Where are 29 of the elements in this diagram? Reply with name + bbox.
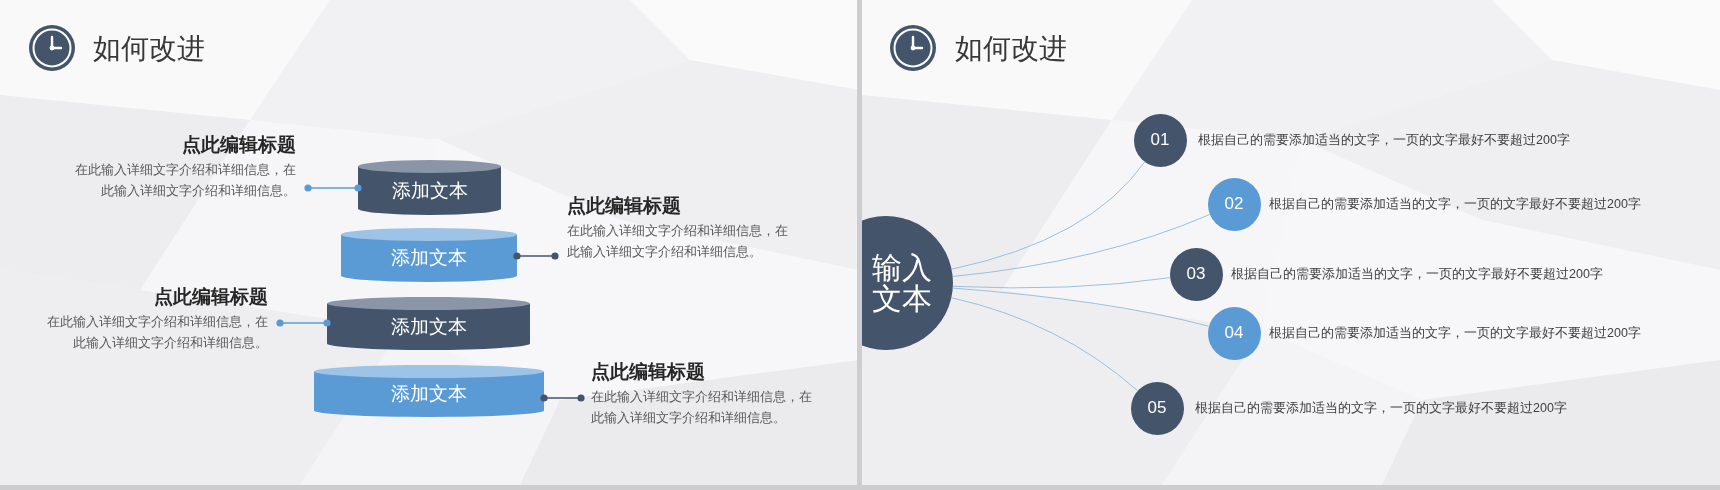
connector-line bbox=[950, 297, 1138, 391]
slide-title: 如何改进 bbox=[93, 32, 205, 66]
description-text: 根据自己的需要添加适当的文字，一页的文字最好不要超过200字 bbox=[1195, 400, 1567, 417]
heading: 点此编辑标题 bbox=[591, 360, 705, 384]
leader-line bbox=[276, 319, 331, 327]
heading: 点此编辑标题 bbox=[154, 285, 268, 309]
body-text: 在此输入详细文字介绍和详细信息，在此输入详细文字介绍和详细信息。 bbox=[591, 388, 813, 427]
number-circle: 02 bbox=[1207, 177, 1261, 231]
number-circle: 01 bbox=[1133, 113, 1187, 167]
leader-line bbox=[513, 252, 559, 260]
connector-line bbox=[952, 277, 1171, 289]
connector-line bbox=[951, 161, 1146, 270]
body-text: 在此输入详细文字介绍和详细信息，在此输入详细文字介绍和详细信息。 bbox=[46, 313, 268, 352]
leader-line bbox=[304, 184, 362, 192]
body-text: 在此输入详细文字介绍和详细信息，在此输入详细文字介绍和详细信息。 bbox=[74, 161, 296, 200]
number-circle: 05 bbox=[1130, 381, 1184, 435]
heading: 点此编辑标题 bbox=[567, 194, 681, 218]
number-circle: 04 bbox=[1207, 306, 1261, 360]
connector-line bbox=[952, 214, 1211, 277]
connector-line bbox=[952, 287, 1209, 327]
slide-title: 如何改进 bbox=[955, 32, 1067, 66]
description-text: 根据自己的需要添加适当的文字，一页的文字最好不要超过200字 bbox=[1231, 266, 1603, 283]
heading: 点此编辑标题 bbox=[182, 133, 296, 157]
body-text: 在此输入详细文字介绍和详细信息，在此输入详细文字介绍和详细信息。 bbox=[567, 222, 789, 261]
description-text: 根据自己的需要添加适当的文字，一页的文字最好不要超过200字 bbox=[1269, 325, 1641, 342]
description-text: 根据自己的需要添加适当的文字，一页的文字最好不要超过200字 bbox=[1198, 132, 1570, 149]
number-circle: 03 bbox=[1169, 247, 1223, 301]
description-text: 根据自己的需要添加适当的文字，一页的文字最好不要超过200字 bbox=[1269, 196, 1641, 213]
leader-line bbox=[540, 394, 585, 402]
